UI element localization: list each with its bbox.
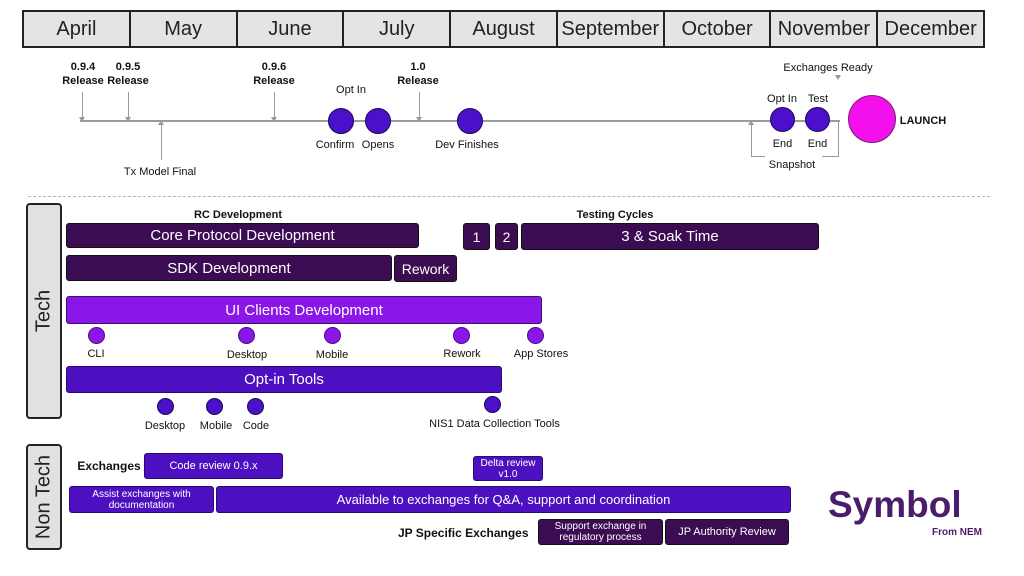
month-june: June bbox=[238, 12, 345, 46]
symbol-logo: Symbol bbox=[828, 484, 962, 525]
ui-rework-dot bbox=[453, 327, 470, 344]
confirm-milestone bbox=[328, 108, 354, 134]
test-end-top-label: Test bbox=[807, 93, 829, 105]
core-protocol-bar: Core Protocol Development bbox=[66, 223, 419, 248]
month-september: September bbox=[558, 12, 665, 46]
opens-label: Opens bbox=[361, 139, 395, 151]
optin-tools-bar: Opt-in Tools bbox=[66, 366, 502, 393]
release-10-label: 1.0 Release bbox=[397, 61, 439, 87]
release-095-label: 0.9.5 Release bbox=[107, 61, 149, 87]
optin-end-bottom-label: End bbox=[772, 138, 793, 150]
support-regulatory-bar: Support exchange in regulatory process bbox=[538, 519, 663, 545]
delta-review-bar: Delta review v1.0 bbox=[473, 456, 543, 481]
ui-cli-dot bbox=[88, 327, 105, 344]
optin-mobile-dot bbox=[206, 398, 223, 415]
dev-finishes-milestone bbox=[457, 108, 483, 134]
optin-desktop-dot bbox=[157, 398, 174, 415]
tx-model-arrow bbox=[158, 120, 164, 160]
month-july: July bbox=[344, 12, 452, 46]
release-095-arrow bbox=[125, 92, 131, 122]
optin-code-dot bbox=[247, 398, 264, 415]
release-094-label: 0.9.4 Release bbox=[62, 61, 104, 87]
code-review-bar: Code review 0.9.x bbox=[144, 453, 283, 479]
testing-cycle-1: 1 bbox=[463, 223, 490, 250]
exchanges-ready-label: Exchanges Ready bbox=[783, 62, 873, 74]
section-divider bbox=[28, 196, 990, 197]
rc-development-heading: RC Development bbox=[193, 209, 283, 221]
tech-section-label: Tech bbox=[26, 203, 62, 419]
optin-mobile-label: Mobile bbox=[199, 420, 233, 432]
tx-model-label: Tx Model Final bbox=[123, 166, 197, 178]
snapshot-arrow bbox=[748, 120, 754, 156]
optin-nis1-dot bbox=[484, 396, 501, 413]
ui-desktop-label: Desktop bbox=[226, 349, 268, 361]
ui-clients-bar: UI Clients Development bbox=[66, 296, 542, 324]
jp-exchanges-heading: JP Specific Exchanges bbox=[398, 526, 529, 540]
test-end-bottom-label: End bbox=[807, 138, 828, 150]
snapshot-label: Snapshot bbox=[768, 159, 816, 171]
non-tech-section-label: Non Tech bbox=[26, 444, 62, 550]
month-december: December bbox=[884, 17, 977, 40]
test-end-milestone bbox=[805, 107, 830, 132]
jp-authority-bar: JP Authority Review bbox=[665, 519, 789, 545]
assist-exchanges-bar: Assist exchanges with documentation bbox=[69, 486, 214, 513]
ui-app-stores-dot bbox=[527, 327, 544, 344]
ui-mobile-dot bbox=[324, 327, 341, 344]
ui-cli-label: CLI bbox=[87, 348, 105, 360]
testing-cycle-3-soak: 3 & Soak Time bbox=[521, 223, 819, 250]
testing-cycles-heading: Testing Cycles bbox=[576, 209, 654, 221]
month-header: April May June July August September Oct… bbox=[22, 10, 985, 48]
sdk-rework-bar: Rework bbox=[394, 255, 457, 282]
release-094-arrow bbox=[79, 92, 85, 122]
launch-label: LAUNCH bbox=[899, 115, 947, 127]
optin-nis1-label: NIS1 Data Collection Tools bbox=[429, 418, 560, 430]
dev-finishes-label: Dev Finishes bbox=[435, 139, 499, 151]
opens-milestone bbox=[365, 108, 391, 134]
month-may: May bbox=[131, 12, 238, 46]
optin-end-top-label: Opt In bbox=[767, 93, 797, 105]
opt-in-label: Opt In bbox=[336, 84, 366, 96]
optin-desktop-label: Desktop bbox=[144, 420, 186, 432]
testing-cycle-2: 2 bbox=[495, 223, 518, 250]
optin-end-milestone bbox=[770, 107, 795, 132]
available-to-exchanges-bar: Available to exchanges for Q&A, support … bbox=[216, 486, 791, 513]
ui-desktop-dot bbox=[238, 327, 255, 344]
release-096-label: 0.9.6 Release bbox=[253, 61, 295, 87]
month-october: October bbox=[665, 12, 772, 46]
exchanges-heading: Exchanges bbox=[77, 459, 141, 473]
ui-mobile-label: Mobile bbox=[315, 349, 349, 361]
sdk-development-bar: SDK Development bbox=[66, 255, 392, 281]
month-april: April bbox=[24, 12, 131, 46]
ui-rework-label: Rework bbox=[443, 348, 481, 360]
launch-milestone bbox=[848, 95, 896, 143]
release-096-arrow bbox=[271, 92, 277, 122]
release-10-arrow bbox=[416, 92, 422, 122]
from-nem-label: From NEM bbox=[932, 527, 982, 538]
optin-code-label: Code bbox=[242, 420, 270, 432]
month-november: November bbox=[771, 12, 879, 46]
confirm-label: Confirm bbox=[315, 139, 355, 151]
ui-app-stores-label: App Stores bbox=[513, 348, 569, 360]
month-august: August bbox=[451, 12, 558, 46]
